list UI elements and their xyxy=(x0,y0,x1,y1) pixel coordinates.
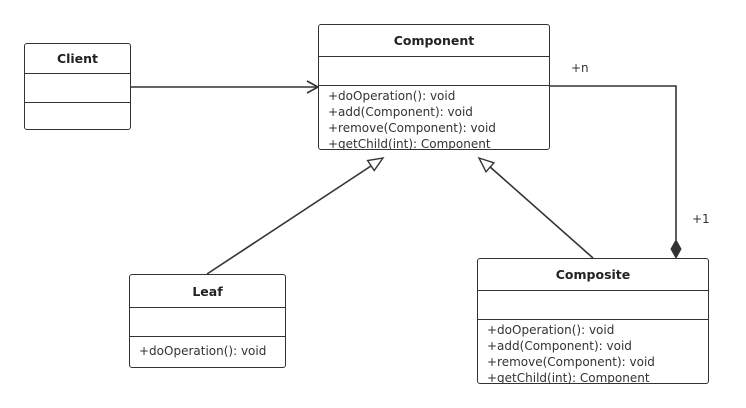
class-client-name: Client xyxy=(25,44,130,74)
class-component-operations: +doOperation(): void +add(Component): vo… xyxy=(319,86,549,150)
operation-item: +getChild(int): Component xyxy=(328,137,491,150)
composite-generalization-line xyxy=(488,165,594,259)
class-leaf-name: Leaf xyxy=(130,275,285,308)
class-composite[interactable]: Composite +doOperation(): void +add(Comp… xyxy=(477,258,709,384)
class-client-attributes xyxy=(25,74,130,103)
operation-item: +doOperation(): void xyxy=(139,344,267,358)
composite-generalization-triangle xyxy=(477,156,496,174)
leaf-generalization-triangle xyxy=(366,157,385,172)
class-component[interactable]: Component +doOperation(): void +add(Comp… xyxy=(318,24,550,150)
multiplicity-component-end: +n xyxy=(571,61,589,75)
operation-item: +doOperation(): void xyxy=(487,323,615,337)
class-component-name: Component xyxy=(319,25,549,57)
class-leaf-attributes xyxy=(130,308,285,337)
composition-line xyxy=(549,85,677,240)
class-client-operations xyxy=(25,103,130,129)
multiplicity-composite-end: +1 xyxy=(692,212,710,226)
operation-item: +add(Component): void xyxy=(328,105,473,119)
leaf-generalization-line xyxy=(206,163,375,275)
class-composite-name: Composite xyxy=(478,259,708,291)
operation-item: +remove(Component): void xyxy=(487,355,655,369)
composition-diamond xyxy=(670,238,682,260)
operation-item: +getChild(int): Component xyxy=(487,371,650,384)
operation-item: +doOperation(): void xyxy=(328,89,456,103)
class-composite-attributes xyxy=(478,291,708,320)
operation-item: +remove(Component): void xyxy=(328,121,496,135)
class-composite-operations: +doOperation(): void +add(Component): vo… xyxy=(478,320,708,384)
class-client[interactable]: Client xyxy=(24,43,131,130)
operation-item: +add(Component): void xyxy=(487,339,632,353)
class-leaf-operations: +doOperation(): void xyxy=(130,337,285,359)
class-component-attributes xyxy=(319,57,549,86)
class-leaf[interactable]: Leaf +doOperation(): void xyxy=(129,274,286,368)
